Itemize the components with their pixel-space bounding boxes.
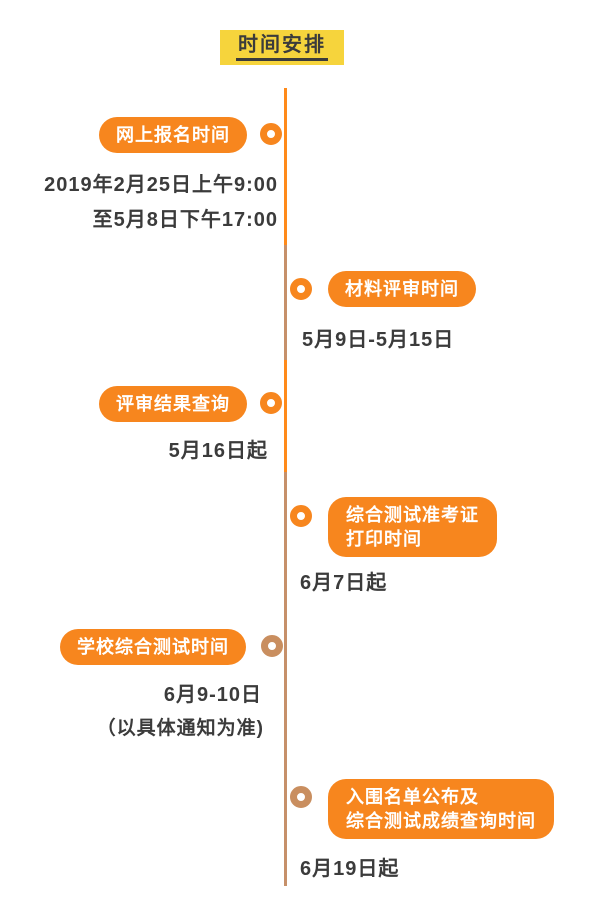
date-shortlist-announcement: 6月19日起 (300, 858, 400, 880)
timeline-axis-segment-orange-1 (284, 88, 287, 245)
date-comprehensive-test: 6月9-10日 (163, 684, 262, 706)
badge-review-result-query: 评审结果查询 (99, 386, 247, 422)
date-registration-start: 2019年2月25日上午9:00 (44, 174, 278, 196)
badge-shortlist-and-score-query-time: 入围名单公布及 综合测试成绩查询时间 (328, 779, 554, 839)
timeline-node-dot-5 (261, 635, 283, 657)
badge-admission-ticket-print-time: 综合测试准考证 打印时间 (328, 497, 497, 557)
timeline-axis-segment-orange-2 (284, 360, 287, 472)
date-material-review: 5月9日-5月15日 (302, 329, 455, 351)
date-review-result: 5月16日起 (168, 440, 268, 462)
timeline-node-dot-6 (290, 786, 312, 808)
note-subject-to-notice: （以具体通知为准) (96, 718, 264, 739)
badge-material-review-time: 材料评审时间 (328, 271, 476, 307)
timeline-axis (284, 88, 287, 886)
timeline-axis-segment-tan-2 (284, 472, 287, 886)
date-ticket-print: 6月7日起 (300, 572, 388, 594)
badge-online-registration-time: 网上报名时间 (99, 117, 247, 153)
badge-line-1: 综合测试准考证 (346, 505, 479, 525)
timeline-node-dot-4 (290, 505, 312, 527)
badge-line-1: 入围名单公布及 (346, 787, 479, 807)
timeline-node-dot-2 (290, 278, 312, 300)
title-banner: 时间安排 (220, 30, 344, 65)
timeline-node-dot-1 (260, 123, 282, 145)
badge-school-comprehensive-test-time: 学校综合测试时间 (60, 629, 246, 665)
page-title: 时间安排 (236, 34, 328, 61)
timeline-axis-segment-tan-1 (284, 245, 287, 360)
badge-line-2: 打印时间 (346, 529, 422, 549)
timeline-node-dot-3 (260, 392, 282, 414)
date-registration-end: 至5月8日下午17:00 (92, 209, 278, 231)
badge-line-2: 综合测试成绩查询时间 (346, 811, 536, 831)
